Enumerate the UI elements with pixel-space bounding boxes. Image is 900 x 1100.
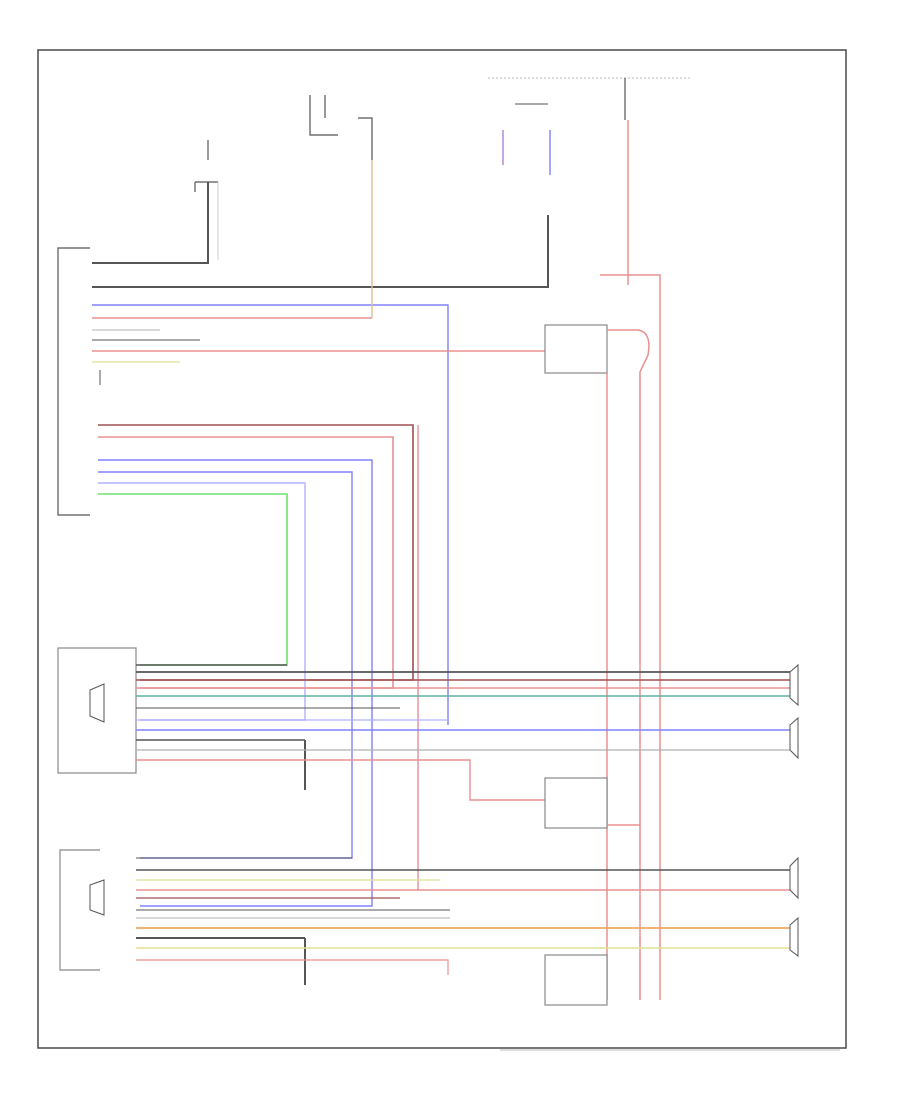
radio-unit (57, 247, 90, 516)
right-speakers (789, 663, 799, 957)
right-front-door-speaker (59, 849, 105, 971)
radio-upper-wires (92, 182, 549, 725)
diagram-frame (37, 49, 847, 1049)
top-relay (544, 274, 661, 1000)
lower-relay (544, 777, 640, 829)
left-door-wires (136, 664, 790, 801)
left-front-door-speaker (57, 647, 137, 774)
top-components (194, 77, 690, 275)
right-door-wires (136, 857, 790, 1006)
